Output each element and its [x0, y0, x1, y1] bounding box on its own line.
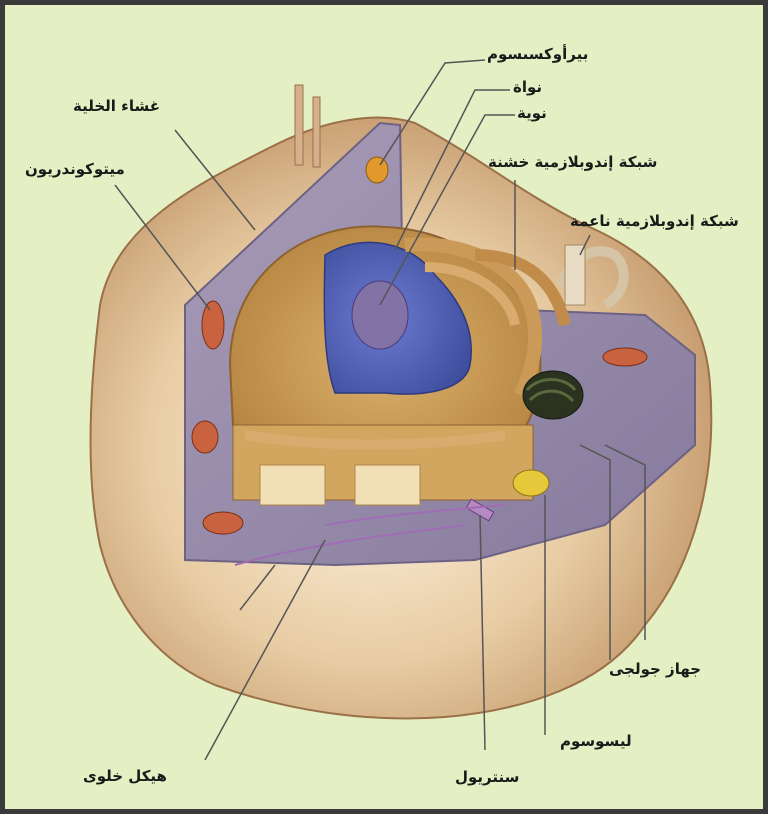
label-mitochondrion: ميتوكوندريون [25, 160, 125, 178]
peroxisome-shape [366, 157, 388, 183]
mitochondrion-shape [202, 301, 224, 349]
label-smooth-er: شبكة إندوبلازمية ناعمة [570, 212, 739, 230]
label-centriole: سنتريول [455, 768, 519, 786]
nucleus-bottom-block [355, 465, 420, 505]
label-rough-er: شبكة إندوبلازمية خشنة [488, 153, 657, 171]
label-lysosome: ليسوسوم [560, 732, 632, 750]
label-golgi: جهاز جولجى [609, 660, 701, 678]
label-peroxisome: بيرأوكسىسوم [487, 45, 588, 63]
smooth-er [565, 245, 585, 305]
cilium [295, 85, 303, 165]
cilium [313, 97, 320, 167]
cell-illustration [5, 5, 768, 819]
label-nucleolus: نوية [517, 104, 547, 122]
lysosome-shape [513, 470, 549, 496]
mitochondrion-shape [603, 348, 647, 366]
label-cell-membrane: غشاء الخلية [73, 97, 160, 115]
nucleus-bottom-block [260, 465, 325, 505]
nucleolus-shape [352, 281, 408, 349]
mitochondrion-shape [192, 421, 218, 453]
mitochondrion-shape [203, 512, 243, 534]
label-cytoskeleton: هيكل خلوى [83, 767, 167, 785]
label-nucleus: نواة [513, 78, 542, 96]
